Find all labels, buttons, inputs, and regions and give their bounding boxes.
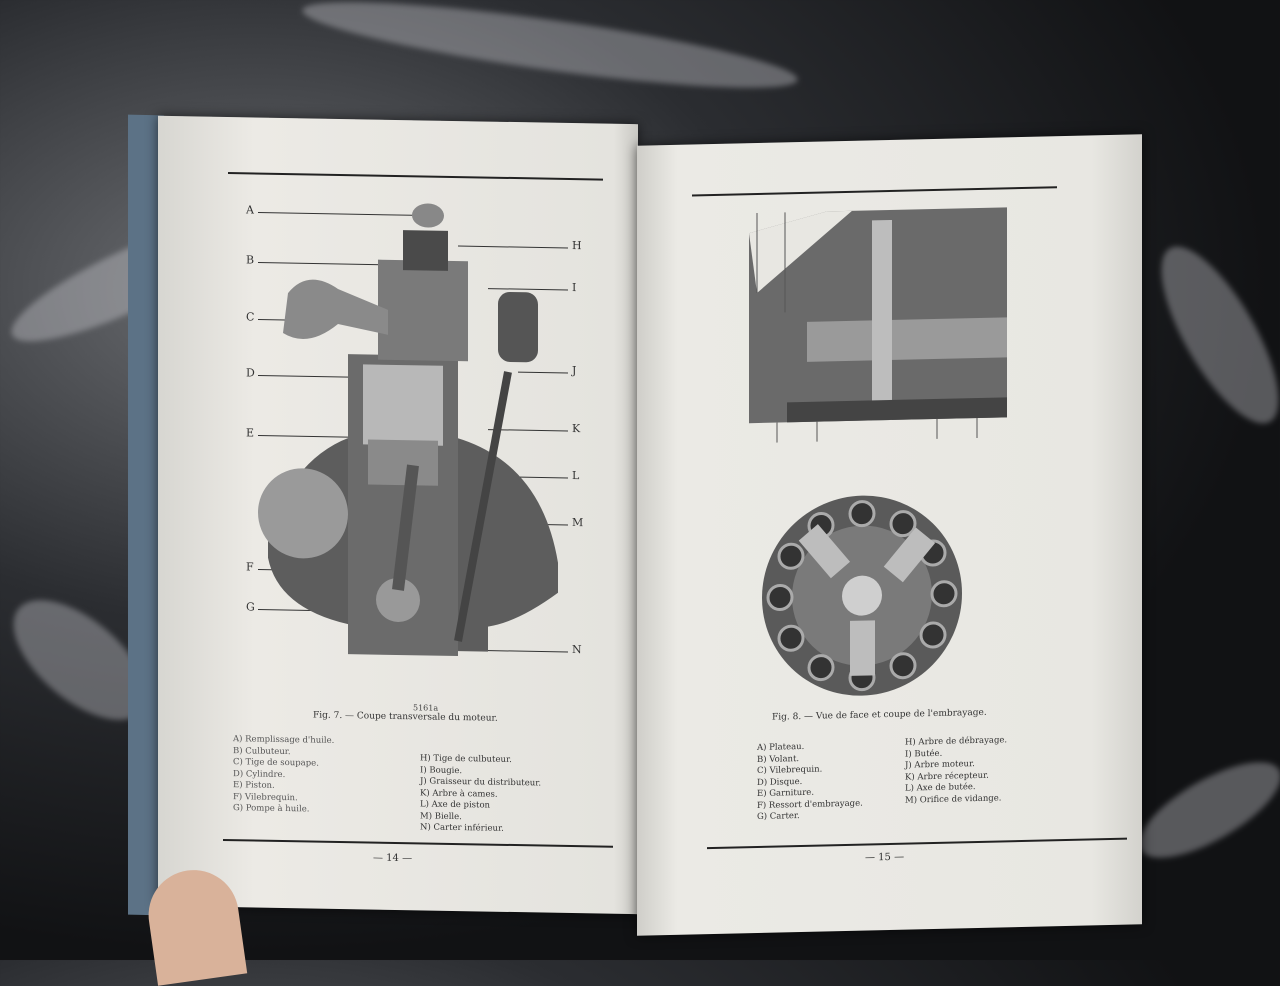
callout-K: K (572, 422, 581, 436)
callout-B: B (246, 253, 255, 267)
callout-M: M (572, 516, 584, 530)
clutch-spring-hole (848, 500, 876, 528)
legend-column-2: H) Tige de culbuteur.I) Bougie.J) Graiss… (420, 753, 541, 836)
clutch-spring-hole (919, 621, 947, 649)
callout-E: E (246, 426, 255, 440)
callout-L: L (572, 469, 580, 483)
left-page: 5161a A B C D E F G H I J K L M N Fig. 7… (158, 115, 638, 915)
callout-D: D (246, 366, 255, 380)
clutch-spring-hole (889, 652, 917, 680)
callout-N: N (572, 643, 582, 657)
clutch-spring-hole (777, 542, 805, 570)
legend-item: N) Carter inférieur. (420, 822, 504, 834)
plate-number: 5161a (413, 703, 438, 712)
legend-item: G) Pompe à huile. (233, 803, 310, 815)
callout-A: A (246, 203, 254, 217)
clutch-spring-hole (930, 580, 958, 608)
legend-item: H) Arbre de débrayage. (905, 735, 1008, 748)
callout-G: G (246, 600, 255, 614)
legend-column-1: A) Remplissage d'huile.B) Culbuteur.C) T… (233, 734, 334, 816)
callout-C: C (246, 310, 255, 324)
legend-column-1: A) Plateau.B) Volant.C) Vilebrequin.D) D… (757, 741, 863, 824)
legend-item: M) Orifice de vidange. (905, 792, 1002, 806)
callout-J: J (572, 364, 577, 378)
engine-cross-section-diagram: 5161a (258, 203, 568, 713)
page-number: — 14 — (373, 852, 413, 865)
legend-item: F) Ressort d'embrayage. (757, 798, 863, 811)
legend-column-2: H) Arbre de débrayage.I) Butée.J) Arbre … (905, 735, 1007, 806)
callout-H: H (572, 239, 582, 253)
callout-I: I (572, 281, 577, 295)
page-number: — 15 — (865, 851, 905, 864)
figure-caption: Fig. 8. — Vue de face et coupe de l'embr… (772, 707, 987, 723)
clutch-spring-hole (777, 624, 805, 652)
clutch-spring-hole (807, 654, 835, 682)
right-page: Fig. 8. — Vue de face et coupe de l'embr… (637, 134, 1142, 936)
clutch-spring-hole (889, 510, 917, 538)
clutch-spring-hole (766, 583, 794, 611)
callout-F: F (246, 560, 254, 574)
legend-item: G) Carter. (757, 811, 800, 823)
figure-caption: Fig. 7. — Coupe transversale du moteur. (313, 710, 498, 724)
clutch-diagram (749, 207, 1007, 696)
